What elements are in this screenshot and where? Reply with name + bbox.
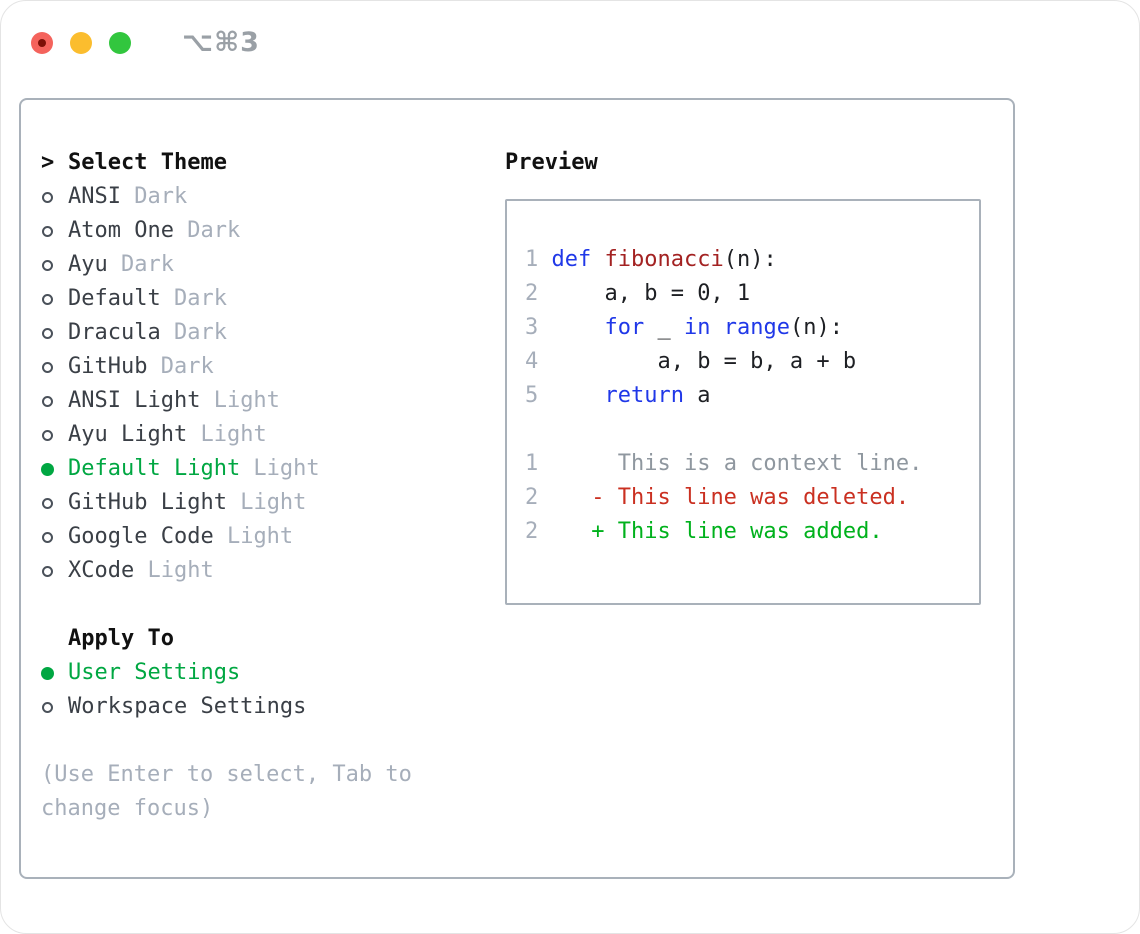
theme-option-9[interactable]: GitHub Light Light (41, 486, 505, 520)
theme-option-label: Google Code (68, 524, 214, 549)
theme-option-4[interactable]: Dracula Dark (41, 316, 505, 350)
theme-option-label: XCode (68, 558, 135, 583)
theme-variant-label: Dark (107, 252, 174, 277)
preview-title: Preview (505, 150, 598, 175)
radio-unselected-icon (42, 191, 53, 203)
radio-unselected-icon (42, 531, 53, 543)
radio-unselected-icon (42, 327, 53, 339)
theme-option-label: Ayu Light (68, 422, 188, 447)
radio-unselected-icon (42, 497, 53, 509)
theme-option-label: GitHub Light (68, 490, 227, 515)
code-line: 1 def fibonacci(n): (525, 247, 777, 272)
theme-variant-label: Light (213, 524, 294, 549)
apply-option-1[interactable]: Workspace Settings (41, 690, 505, 724)
theme-option-6[interactable]: ANSI Light Light (41, 384, 505, 418)
theme-option-2[interactable]: Ayu Dark (41, 248, 505, 282)
theme-variant-label: Dark (173, 218, 241, 243)
code-line: 3 for _ in range(n): (525, 315, 843, 340)
radio-unselected-icon (42, 429, 53, 441)
theme-option-label: ANSI (68, 184, 121, 209)
radio-selected-icon (41, 666, 54, 680)
theme-option-11[interactable]: XCode Light (41, 554, 505, 588)
theme-option-3[interactable]: Default Dark (41, 282, 505, 316)
apply-option-0[interactable]: User Settings (41, 656, 505, 690)
code-preview: 1 def fibonacci(n): 2 a, b = 0, 1 3 for _ … (507, 201, 979, 549)
theme-option-8[interactable]: Default Light Light (41, 452, 505, 486)
theme-option-label: Atom One (68, 218, 174, 243)
window-shortcut-label: ⌥⌘3 (182, 27, 260, 58)
radio-unselected-icon (42, 361, 53, 373)
preview-box: 1 def fibonacci(n): 2 a, b = 0, 1 3 for _ … (505, 199, 981, 605)
apply-to-label: Apply To (68, 626, 174, 651)
radio-unselected-icon (42, 565, 53, 577)
code-line (525, 413, 979, 447)
help-hint: (Use Enter to select, Tab to change focu… (41, 762, 412, 821)
theme-option-label: Default (68, 286, 161, 311)
code-line: 2 + This line was added. (525, 519, 883, 544)
theme-variant-label: Dark (160, 286, 227, 311)
code-line: 2 - This line was deleted. (525, 485, 910, 510)
radio-unselected-icon (42, 225, 53, 237)
code-line: 2 a, b = 0, 1 (525, 281, 751, 306)
minimize-button[interactable] (70, 31, 92, 54)
radio-unselected-icon (42, 395, 53, 407)
theme-option-label: ANSI Light (68, 388, 201, 413)
theme-option-label: Dracula (68, 320, 161, 345)
theme-option-7[interactable]: Ayu Light Light (41, 418, 505, 452)
code-line: 5 return a (525, 383, 711, 408)
radio-unselected-icon (42, 293, 53, 305)
theme-option-label: GitHub (68, 354, 148, 379)
theme-variant-label: Dark (147, 354, 214, 379)
theme-option-label: Ayu (68, 252, 108, 277)
theme-variant-label: Dark (160, 320, 227, 345)
zoom-button[interactable] (109, 31, 131, 54)
theme-option-5[interactable]: GitHub Dark (41, 350, 505, 384)
theme-variant-label: Light (200, 388, 280, 413)
radio-selected-icon (41, 462, 54, 476)
prompt-icon: > (41, 150, 55, 175)
theme-variant-label: Light (226, 490, 307, 515)
code-line: 4 a, b = b, a + b (525, 349, 857, 374)
theme-option-0[interactable]: ANSI Dark (41, 180, 505, 214)
theme-variant-label: Light (240, 456, 320, 481)
theme-variant-label: Light (134, 558, 214, 583)
apply-option-label: User Settings (68, 660, 241, 685)
apply-option-label: Workspace Settings (68, 694, 307, 719)
apply-to-header: Apply To (41, 622, 505, 656)
code-line: 1 This is a context line. (525, 451, 923, 476)
select-theme-header: > Select Theme (41, 146, 505, 180)
theme-option-label: Default Light (68, 456, 241, 481)
select-theme-label: Select Theme (68, 150, 227, 175)
theme-option-10[interactable]: Google Code Light (41, 520, 505, 554)
radio-unselected-icon (42, 259, 53, 271)
titlebar: ⌥⌘3 (31, 27, 260, 58)
preview-column: Preview 1 def fibonacci(n): 2 a, b = 0, 1… (505, 146, 1013, 826)
theme-variant-label: Dark (120, 184, 188, 209)
theme-variant-label: Light (187, 422, 267, 447)
radio-unselected-icon (42, 701, 53, 713)
close-button[interactable] (31, 31, 53, 54)
theme-option-1[interactable]: Atom One Dark (41, 214, 505, 248)
